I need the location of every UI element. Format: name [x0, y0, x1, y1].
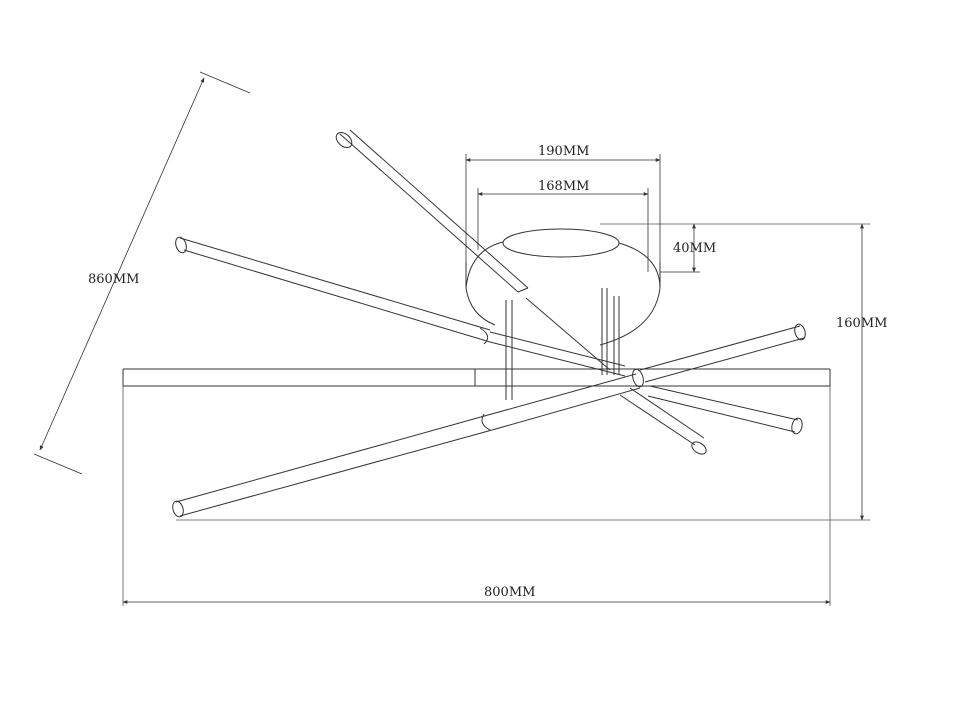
dim-canopy-inner-label: 168MM: [538, 179, 589, 194]
tube-lower-right: [619, 387, 707, 455]
canopy: [465, 228, 661, 346]
dim-width-label: 800MM: [484, 585, 535, 600]
dim-diagonal: [33, 71, 251, 475]
dim-canopy-depth-label: 40MM: [673, 241, 716, 256]
lamp-body: [122, 129, 831, 518]
tube-lower-left: [172, 373, 641, 518]
tube-right-down: [647, 385, 803, 435]
tube-horizontal: [122, 368, 831, 387]
bounding-box: [122, 223, 870, 606]
dim-height-label: 160MM: [836, 316, 887, 331]
dim-canopy-outer-label: 190MM: [538, 144, 589, 159]
tube-upper-left: [335, 129, 611, 371]
dim-diagonal-label: 860MM: [88, 272, 139, 287]
dim-canopy-outer: [465, 154, 661, 262]
dim-canopy-depth: [660, 223, 700, 273]
stems: [505, 288, 620, 400]
tube-right-up: [632, 323, 806, 388]
dim-canopy-inner: [477, 188, 649, 272]
